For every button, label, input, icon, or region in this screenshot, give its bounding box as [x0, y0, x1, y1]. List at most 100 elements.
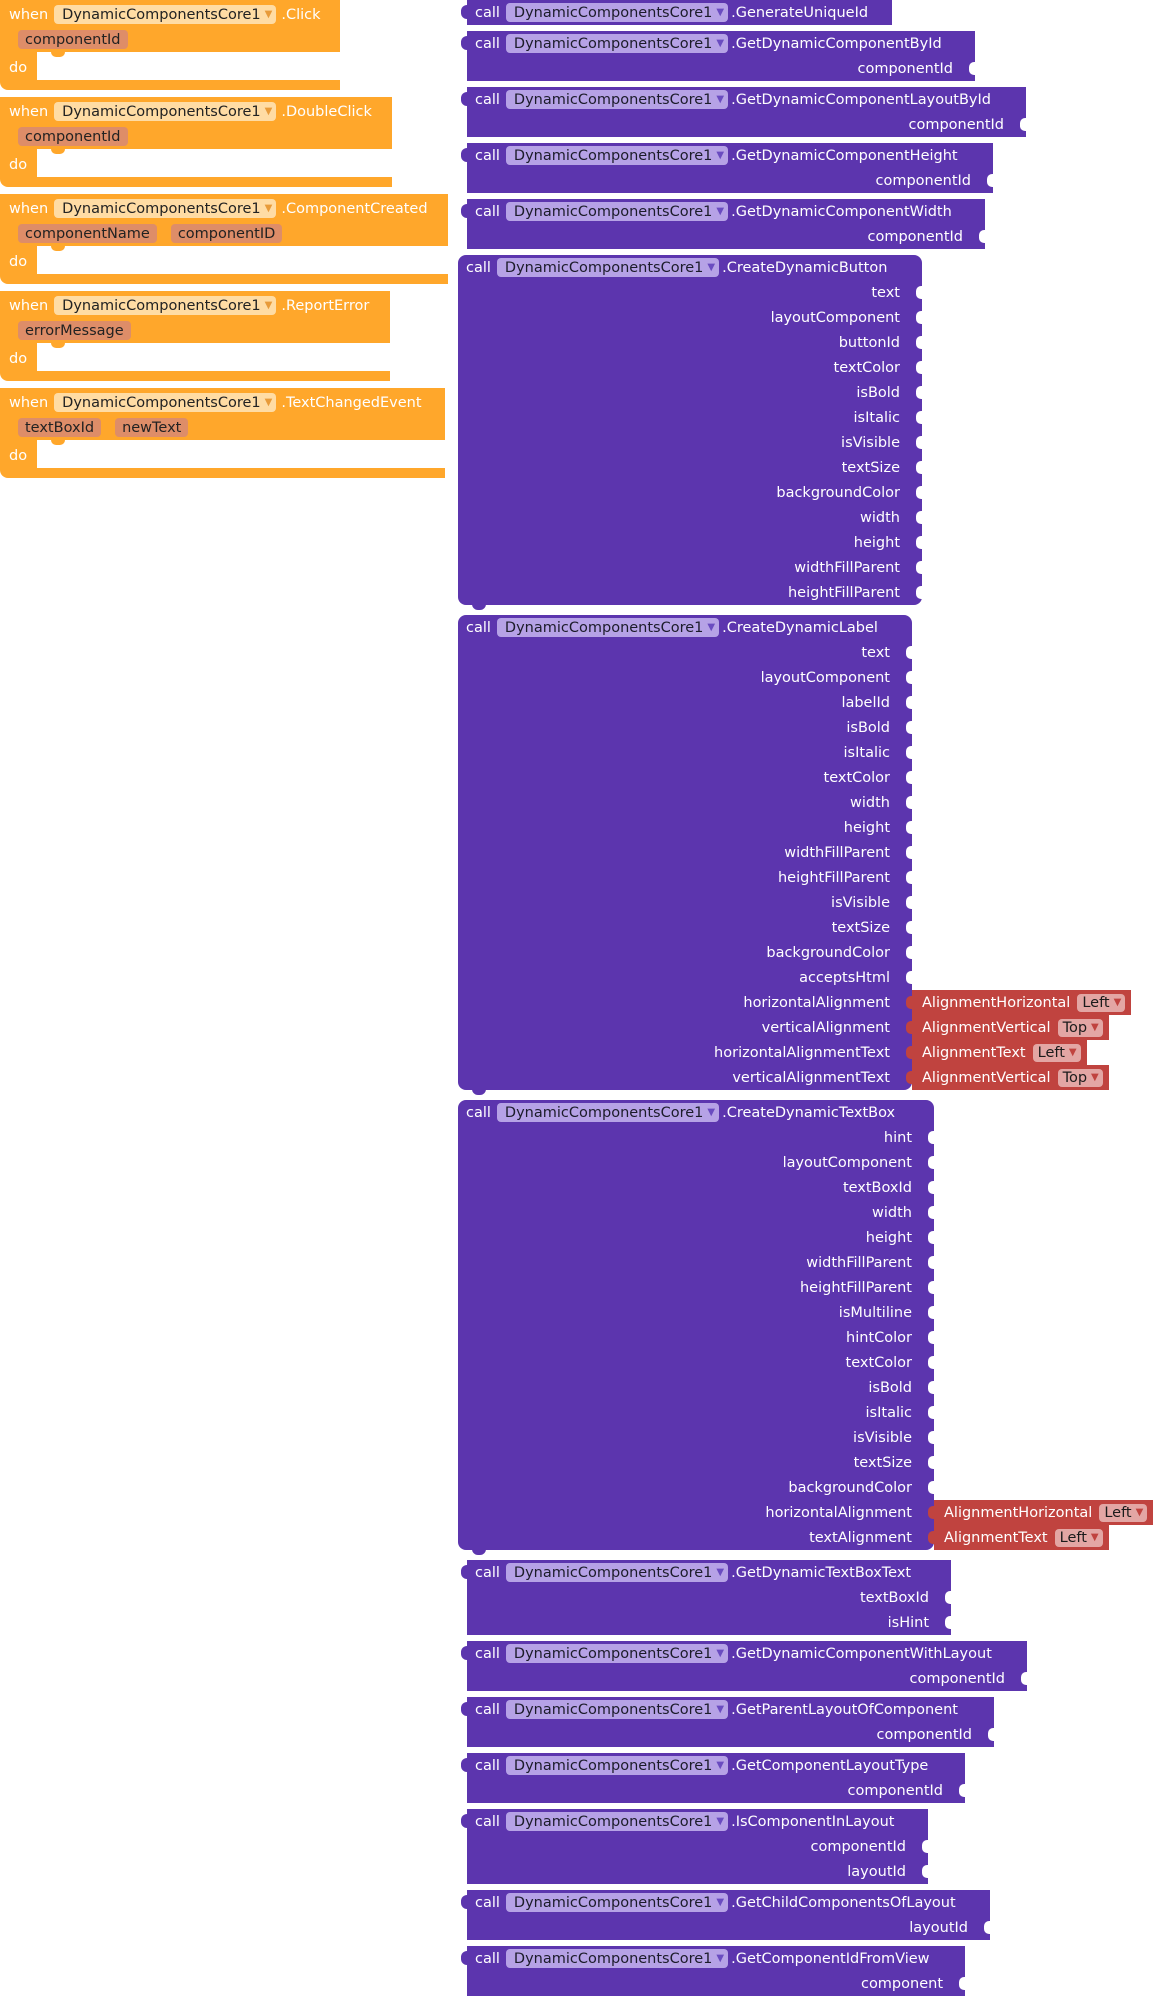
input-socket[interactable] [945, 1591, 951, 1604]
input-socket[interactable] [1020, 118, 1026, 131]
input-socket[interactable] [984, 1921, 990, 1934]
input-socket[interactable] [906, 771, 912, 784]
input-socket[interactable] [1021, 1672, 1027, 1685]
component-dropdown[interactable]: DynamicComponentsCore1▼ [496, 258, 720, 277]
do-statement-slot[interactable] [37, 149, 392, 177]
input-socket[interactable] [916, 386, 922, 399]
input-socket[interactable] [916, 411, 922, 424]
input-socket[interactable] [928, 1306, 934, 1319]
input-socket[interactable] [906, 1046, 912, 1059]
input-socket[interactable] [928, 1156, 934, 1169]
enum-option-dropdown[interactable]: Top▼ [1057, 1068, 1103, 1087]
input-socket[interactable] [916, 461, 922, 474]
input-socket[interactable] [987, 174, 993, 187]
component-dropdown[interactable]: DynamicComponentsCore1▼ [505, 90, 729, 109]
component-dropdown[interactable]: DynamicComponentsCore1▼ [496, 618, 720, 637]
input-socket[interactable] [906, 796, 912, 809]
input-socket[interactable] [916, 511, 922, 524]
input-socket[interactable] [906, 721, 912, 734]
do-statement-slot[interactable] [37, 343, 390, 371]
component-dropdown[interactable]: DynamicComponentsCore1▼ [54, 393, 277, 412]
input-socket[interactable] [922, 1840, 928, 1853]
input-socket[interactable] [906, 821, 912, 834]
enum-option-dropdown[interactable]: Left▼ [1032, 1043, 1081, 1062]
component-dropdown[interactable]: DynamicComponentsCore1▼ [505, 34, 729, 53]
event-parameter[interactable]: componentID [170, 224, 283, 243]
input-socket[interactable] [928, 1231, 934, 1244]
input-socket[interactable] [959, 1977, 965, 1990]
component-dropdown[interactable]: DynamicComponentsCore1▼ [54, 102, 277, 121]
input-socket[interactable] [928, 1331, 934, 1344]
input-socket[interactable] [988, 1728, 994, 1741]
input-socket[interactable] [916, 311, 922, 324]
input-socket[interactable] [906, 646, 912, 659]
input-socket[interactable] [928, 1431, 934, 1444]
do-statement-slot[interactable] [37, 440, 445, 468]
input-socket[interactable] [906, 1071, 912, 1084]
input-socket[interactable] [906, 1021, 912, 1034]
input-socket[interactable] [922, 1865, 928, 1878]
enum-option-dropdown[interactable]: Top▼ [1057, 1018, 1103, 1037]
input-socket[interactable] [928, 1356, 934, 1369]
input-socket[interactable] [928, 1131, 934, 1144]
input-socket[interactable] [916, 336, 922, 349]
component-dropdown[interactable]: DynamicComponentsCore1▼ [496, 1103, 720, 1122]
input-socket[interactable] [928, 1406, 934, 1419]
input-socket[interactable] [916, 436, 922, 449]
event-parameter[interactable]: textBoxId [18, 418, 102, 437]
input-socket[interactable] [916, 536, 922, 549]
enum-option-dropdown[interactable]: Left▼ [1054, 1528, 1103, 1547]
input-socket[interactable] [928, 1206, 934, 1219]
input-socket[interactable] [928, 1481, 934, 1494]
enum-option-dropdown[interactable]: Left▼ [1099, 1503, 1148, 1522]
input-socket[interactable] [928, 1381, 934, 1394]
input-socket[interactable] [906, 696, 912, 709]
input-socket[interactable] [906, 746, 912, 759]
input-socket[interactable] [906, 921, 912, 934]
input-socket[interactable] [916, 586, 922, 599]
input-socket[interactable] [916, 486, 922, 499]
component-dropdown[interactable]: DynamicComponentsCore1▼ [505, 146, 729, 165]
component-dropdown[interactable]: DynamicComponentsCore1▼ [505, 202, 729, 221]
component-dropdown[interactable]: DynamicComponentsCore1▼ [505, 1949, 729, 1968]
input-socket[interactable] [959, 1784, 965, 1797]
event-parameter[interactable]: componentId [18, 30, 128, 49]
input-socket[interactable] [916, 561, 922, 574]
component-dropdown[interactable]: DynamicComponentsCore1▼ [505, 1563, 729, 1582]
input-socket[interactable] [945, 1616, 951, 1629]
input-socket[interactable] [928, 1281, 934, 1294]
input-socket[interactable] [928, 1181, 934, 1194]
input-socket[interactable] [906, 871, 912, 884]
input-socket[interactable] [928, 1456, 934, 1469]
component-dropdown[interactable]: DynamicComponentsCore1▼ [505, 1644, 729, 1663]
event-parameter[interactable]: newText [115, 418, 189, 437]
input-socket[interactable] [906, 896, 912, 909]
input-socket[interactable] [916, 286, 922, 299]
component-dropdown[interactable]: DynamicComponentsCore1▼ [54, 5, 277, 24]
input-socket[interactable] [906, 846, 912, 859]
input-socket[interactable] [906, 671, 912, 684]
input-socket[interactable] [928, 1506, 934, 1519]
component-dropdown[interactable]: DynamicComponentsCore1▼ [54, 296, 277, 315]
